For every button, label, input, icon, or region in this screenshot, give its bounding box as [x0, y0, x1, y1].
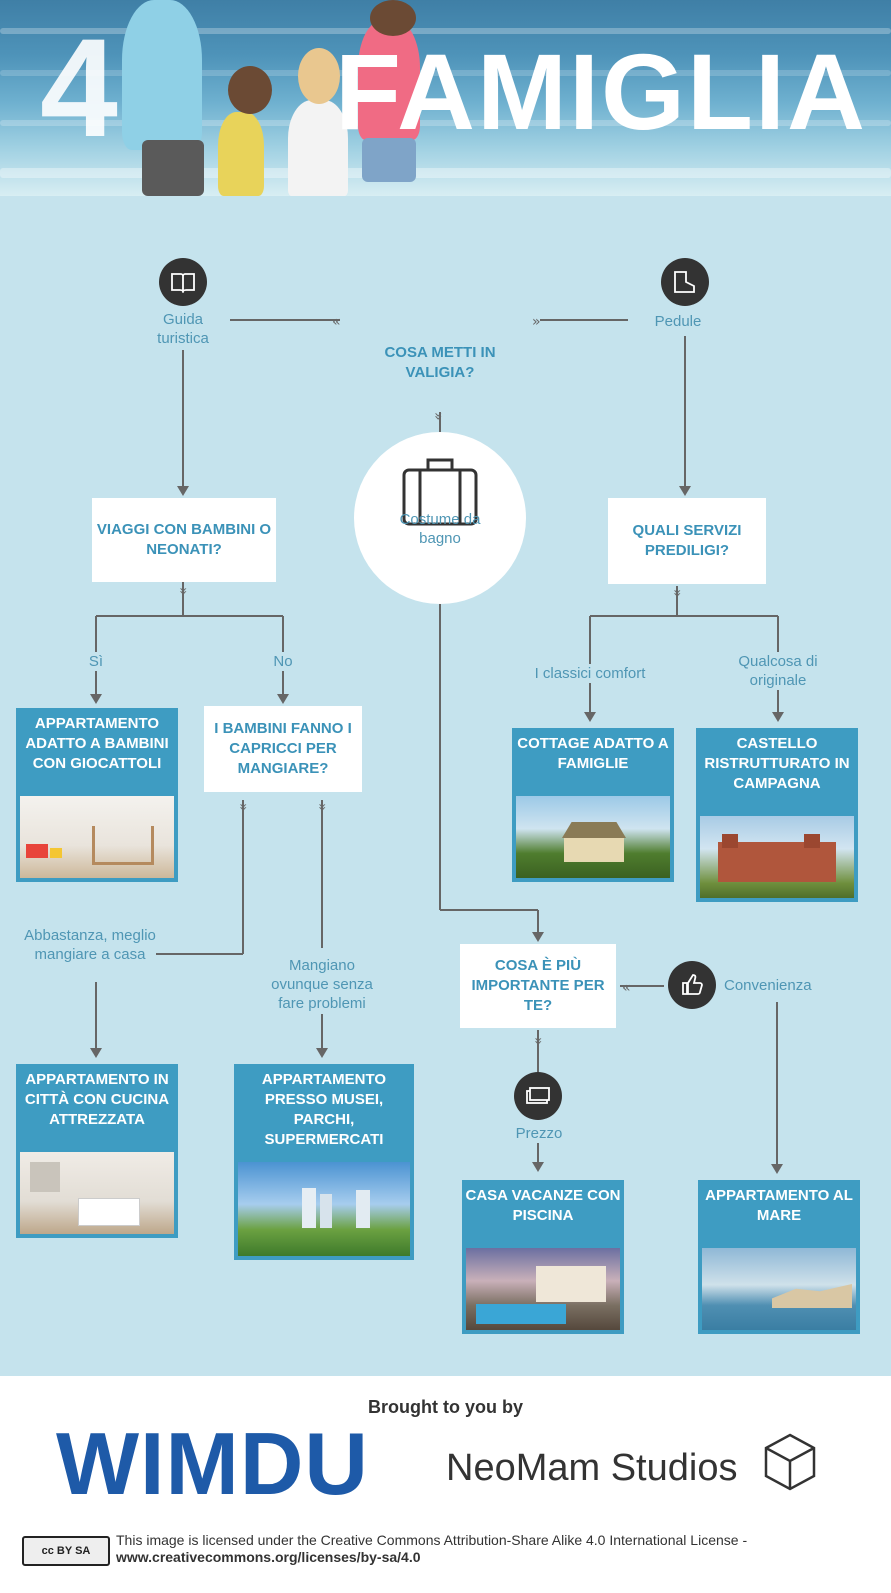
answer-convenienza: Convenienza: [724, 977, 812, 994]
book-icon: [159, 258, 207, 306]
branch-pedule: Pedule: [654, 313, 702, 330]
city-park-photo: [238, 1162, 410, 1256]
wimdu-logo: WIMDU: [56, 1420, 369, 1508]
branch-costume: Costume da bagno: [399, 511, 481, 547]
castle-photo: [700, 816, 854, 898]
result-label: APPARTAMENTO ADATTO A BAMBINI CON GIOCAT…: [25, 715, 169, 772]
license-statement: This image is licensed under the Creativ…: [116, 1532, 748, 1548]
answer-si: Sì: [80, 652, 112, 671]
thumbs-up-icon: [668, 961, 716, 1009]
question-bambini: VIAGGI CON BAMBINI O NEONATI?: [92, 498, 276, 582]
cc-license-badge: cc BY SA: [22, 1536, 110, 1566]
result-label: APPARTAMENTO AL MARE: [705, 1187, 853, 1224]
answer-originale: Qualcosa di originale: [726, 652, 830, 690]
wimdu-logo-text: WIMDU: [56, 1414, 369, 1513]
hero-number: 4: [40, 9, 118, 166]
cottage-photo: [516, 796, 670, 878]
answer-classici: I classici comfort: [522, 664, 658, 683]
center-circle: [354, 432, 526, 604]
girl-head: [298, 48, 340, 104]
brought-by-label: Brought to you by: [368, 1397, 523, 1417]
nursery-photo: [20, 796, 174, 878]
result-musei: APPARTAMENTO PRESSO MUSEI, PARCHI, SUPER…: [234, 1064, 414, 1260]
flowchart-area: « » » » » » » « »: [0, 196, 891, 1376]
kitchen-photo: [20, 1152, 174, 1234]
result-castello: CASTELLO RISTRUTTURATO IN CAMPAGNA: [696, 728, 858, 902]
mother-shorts: [362, 138, 416, 182]
license-text: This image is licensed under the Creativ…: [116, 1532, 876, 1566]
cc-badge-text: cc BY SA: [41, 1545, 91, 1557]
license-url[interactable]: www.creativecommons.org/licenses/by-sa/4…: [116, 1549, 421, 1565]
pool-villa-photo: [466, 1248, 620, 1330]
question-capricci: I BAMBINI FANNO I CAPRICCI PER MANGIARE?: [204, 706, 362, 792]
money-icon: [514, 1072, 562, 1120]
suitcase-icon: [402, 458, 478, 526]
svg-text:»: »: [314, 803, 330, 812]
result-label: CASTELLO RISTRUTTURATO IN CAMPAGNA: [704, 735, 850, 792]
cube-icon: [764, 1433, 816, 1491]
father-figure: [122, 0, 202, 150]
answer-mangiano: Mangiano ovunque senza fare problemi: [260, 956, 384, 1013]
girl-figure: [288, 100, 348, 196]
svg-text:»: »: [430, 412, 446, 421]
boy-head: [228, 66, 272, 114]
neomam-logo-text: NeoMam Studios: [446, 1447, 738, 1489]
result-piscina: CASA VACANZE CON PISCINA: [462, 1180, 624, 1334]
center-question: COSA METTI IN VALIGIA?: [384, 344, 496, 381]
svg-text:»: »: [175, 587, 191, 596]
result-label: APPARTAMENTO PRESSO MUSEI, PARCHI, SUPER…: [261, 1071, 387, 1148]
result-mare: APPARTAMENTO AL MARE: [698, 1180, 860, 1334]
svg-text:«: «: [332, 314, 341, 330]
answer-abbastanza: Abbastanza, meglio mangiare a casa: [24, 926, 156, 964]
svg-text:»: »: [235, 803, 251, 812]
result-cucina: APPARTAMENTO IN CITTÀ CON CUCINA ATTREZZ…: [16, 1064, 178, 1238]
answer-no: No: [266, 652, 300, 671]
father-shorts: [142, 140, 204, 196]
neomam-logo: NeoMam Studios: [446, 1448, 737, 1488]
mother-figure: [358, 20, 420, 140]
svg-text:»: »: [530, 1037, 546, 1046]
boot-icon: [661, 258, 709, 306]
result-cottage: COTTAGE ADATTO A FAMIGLIE: [512, 728, 674, 882]
question-servizi: QUALI SERVIZI PREDILIGI?: [608, 498, 766, 584]
hero-title: FAMIGLIA: [335, 31, 867, 152]
svg-text:«: «: [622, 980, 631, 996]
answer-prezzo: Prezzo: [508, 1124, 570, 1143]
hero-banner: 4 FAMIGLIA: [0, 0, 891, 196]
mother-head: [370, 0, 416, 36]
question-importante: COSA È PIÙ IMPORTANTE PER TE?: [460, 944, 616, 1028]
result-label: COTTAGE ADATTO A FAMIGLIE: [517, 735, 669, 772]
svg-text:»: »: [532, 314, 541, 330]
result-label: APPARTAMENTO IN CITTÀ CON CUCINA ATTREZZ…: [24, 1071, 170, 1128]
branch-guida: Guida turistica: [157, 311, 209, 347]
boy-figure: [218, 112, 264, 196]
result-label: CASA VACANZE CON PISCINA: [465, 1187, 621, 1224]
seaside-photo: [702, 1248, 856, 1330]
result-bambini-giocattoli: APPARTAMENTO ADATTO A BAMBINI CON GIOCAT…: [16, 708, 178, 882]
svg-text:»: »: [669, 589, 685, 598]
